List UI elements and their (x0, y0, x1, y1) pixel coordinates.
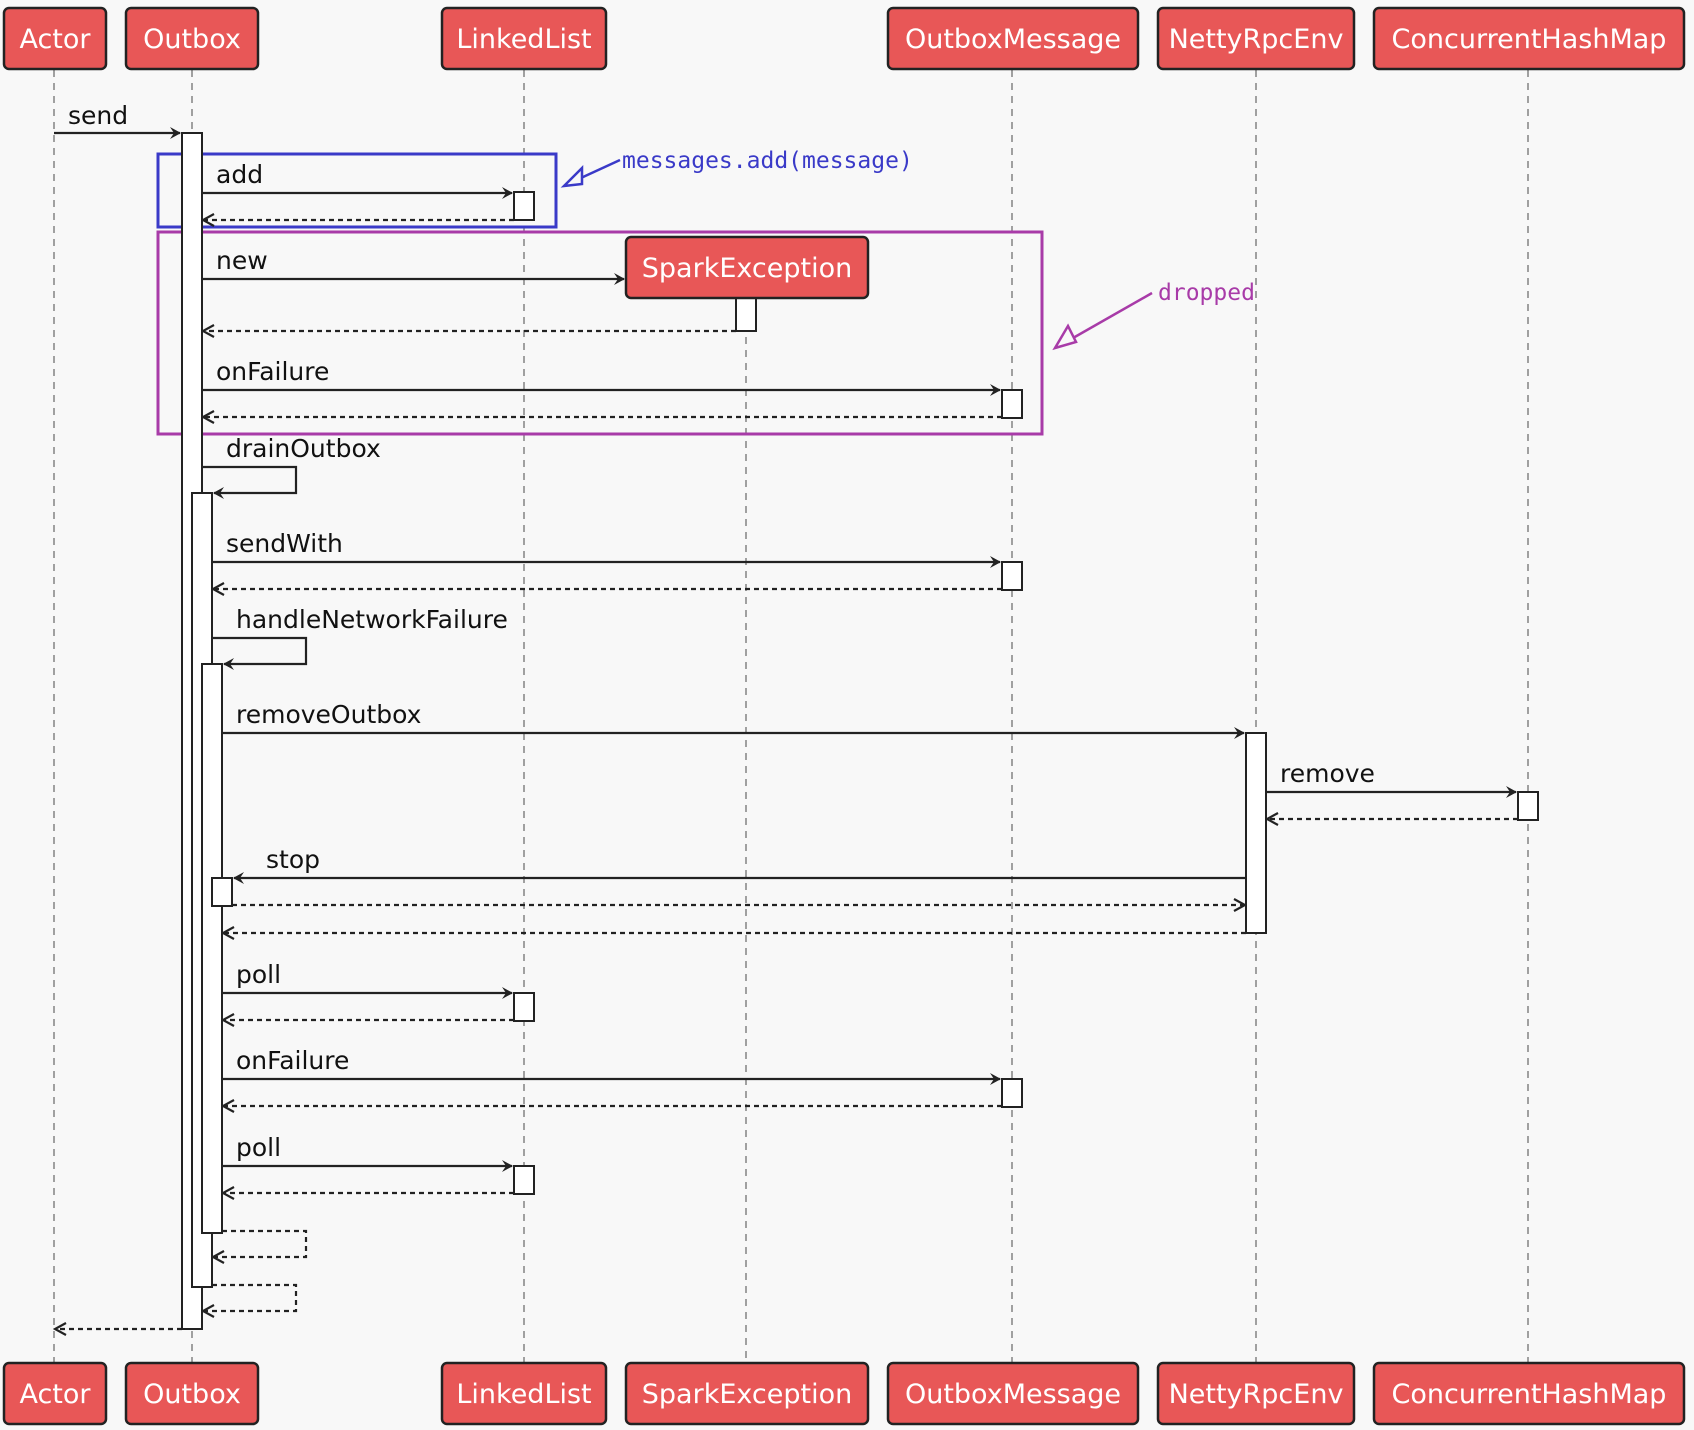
return-drainoutbox (204, 1283, 298, 1311)
label-sendwith: sendWith (226, 529, 343, 558)
activation-concurrenthashmap (1517, 791, 1539, 821)
activation-outboxmessage-3 (1001, 1078, 1023, 1108)
label-drainoutbox: drainOutbox (226, 434, 381, 463)
svg-text:NettyRpcEnv: NettyRpcEnv (1169, 1379, 1344, 1410)
label-remove: remove (1280, 759, 1375, 788)
svg-text:NettyRpcEnv: NettyRpcEnv (1169, 24, 1344, 55)
activation-outbox-stop (211, 877, 233, 907)
activation-outboxmessage-2 (1001, 561, 1023, 591)
svg-text:Actor: Actor (19, 1379, 91, 1410)
return-handlenetworkfailure (214, 1229, 308, 1257)
svg-text:SparkException: SparkException (642, 253, 852, 284)
participant-nettyrpcenv-top: NettyRpcEnv (1156, 6, 1356, 71)
note-dropped: dropped (1052, 280, 1255, 351)
note-dropped-arrowhead (1052, 323, 1078, 351)
note-messages-add-text: messages.add(message) (622, 148, 913, 174)
activation-sparkexception (735, 297, 757, 332)
activation-linkedlist-add (513, 191, 535, 221)
note-dropped-pointer (1065, 291, 1153, 344)
activation-nettyrpcenv (1245, 732, 1267, 934)
lifelines (53, 70, 1529, 1362)
participant-sparkexception-created: SparkException (624, 235, 870, 300)
svg-text:ConcurrentHashMap: ConcurrentHashMap (1392, 1379, 1667, 1410)
participant-outboxmessage-top: OutboxMessage (886, 6, 1140, 71)
participant-concurrenthashmap-top: ConcurrentHashMap (1372, 6, 1686, 71)
svg-text:OutboxMessage: OutboxMessage (905, 24, 1121, 55)
label-onfailure-2: onFailure (236, 1046, 349, 1075)
svg-text:LinkedList: LinkedList (456, 24, 591, 55)
participant-actor-top: Actor (2, 6, 108, 71)
participant-outbox-top: Outbox (124, 6, 260, 71)
label-handlenetworkfailure: handleNetworkFailure (236, 605, 508, 634)
arrow-handlenetworkfailure (212, 636, 308, 670)
participants-bottom: Actor Outbox LinkedList SparkException O… (2, 1361, 1686, 1426)
note-messages-add-arrowhead (560, 164, 584, 188)
participant-linkedlist-top: LinkedList (440, 6, 608, 71)
svg-text:Outbox: Outbox (143, 24, 241, 55)
participant-actor-bottom: Actor (2, 1361, 108, 1426)
activation-outboxmessage-1 (1001, 389, 1023, 419)
label-removeoutbox: removeOutbox (236, 700, 421, 729)
participant-nettyrpcenv-bottom: NettyRpcEnv (1156, 1361, 1356, 1426)
svg-text:Actor: Actor (19, 24, 91, 55)
note-messages-add: messages.add(message) (560, 148, 913, 188)
svg-text:ConcurrentHashMap: ConcurrentHashMap (1392, 24, 1667, 55)
participant-outboxmessage-bottom: OutboxMessage (886, 1361, 1140, 1426)
activation-bars (181, 132, 1539, 1330)
label-new: new (216, 246, 268, 275)
add-highlight-box (156, 152, 558, 229)
svg-text:Outbox: Outbox (143, 1379, 241, 1410)
svg-text:OutboxMessage: OutboxMessage (905, 1379, 1121, 1410)
label-send: send (68, 101, 128, 130)
svg-text:LinkedList: LinkedList (456, 1379, 591, 1410)
label-stop: stop (266, 845, 320, 874)
messages: send add new onFailure drainOutbox sendW… (54, 101, 1518, 1329)
participant-concurrenthashmap-bottom: ConcurrentHashMap (1372, 1361, 1686, 1426)
label-onfailure-1: onFailure (216, 357, 329, 386)
participant-outbox-bottom: Outbox (124, 1361, 260, 1426)
label-poll-1: poll (236, 960, 281, 989)
participants-top: Actor Outbox LinkedList OutboxMessage Ne… (2, 6, 1686, 71)
note-dropped-text: dropped (1158, 280, 1255, 306)
dropped-highlight-box (156, 230, 1044, 436)
participant-linkedlist-bottom: LinkedList (440, 1361, 608, 1426)
label-poll-2: poll (236, 1133, 281, 1162)
activation-linkedlist-poll-1 (513, 992, 535, 1022)
arrow-drainoutbox (202, 465, 298, 499)
participant-sparkexception-bottom: SparkException (624, 1361, 870, 1426)
svg-text:SparkException: SparkException (642, 1379, 852, 1410)
activation-outbox-handlefailure (201, 663, 223, 1234)
activation-linkedlist-poll-2 (513, 1165, 535, 1195)
label-add: add (216, 160, 263, 189)
